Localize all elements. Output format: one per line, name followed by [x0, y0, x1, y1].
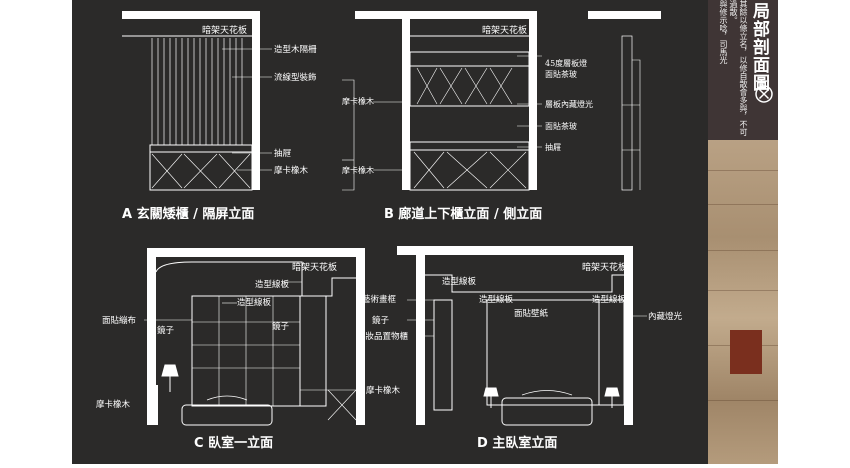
captions: A 玄關矮櫃 / 隔屏立面 B 廊道上下櫃立面 / 側立面 C 臥室一立面 D … [122, 206, 557, 451]
ceiling-slab [122, 11, 260, 19]
lower-cabinet [409, 141, 530, 191]
label-b-2: 45度層板燈 [545, 58, 587, 68]
red-swatch [730, 330, 762, 374]
label-d-5: 造型線板 [592, 294, 627, 305]
label-c-8: 摩卡橡木 [96, 399, 131, 410]
leader-lines [407, 299, 647, 337]
label-d-2: 造型線板 [442, 276, 477, 287]
wall-section [252, 11, 260, 190]
label-c-4: 面貼繃布 [102, 315, 136, 326]
bed [181, 404, 273, 426]
caption-c: C 臥室一立面 [194, 435, 273, 451]
ceiling-slab [147, 248, 365, 257]
wall-right [624, 246, 633, 425]
caption-d: D 主臥室立面 [477, 435, 557, 451]
upper-cabinet [409, 51, 530, 107]
wall-left [416, 246, 425, 425]
annotations: 暗架天花板 造型木隔柵 流線型裝飾 抽屜 摩卡橡木 暗架天花板 45度層板燈 面… [96, 24, 683, 410]
wood-slats [151, 38, 243, 145]
caption-b: B 廊道上下櫃立面 / 側立面 [384, 206, 542, 222]
panel-d [397, 246, 647, 426]
wall-left [147, 248, 156, 425]
label-d-3: 藝術畫框 [362, 294, 397, 305]
label-a-5: 摩卡橡木 [274, 165, 309, 176]
label-c-2: 造型線板 [255, 279, 290, 290]
panel-b-side [588, 11, 661, 191]
label-b-4: 摩卡橡木 [342, 96, 374, 106]
label-a-4: 抽屜 [274, 148, 292, 159]
panel-a [122, 11, 272, 191]
sidebar-panel: 局部剖面圖 其餘以條立名，以修自散會多與，不可過散。 與修示唸，司馬光 [708, 0, 778, 464]
label-b-1: 暗架天花板 [482, 24, 527, 36]
drawing-board: 暗架天花板 造型木隔柵 流線型裝飾 抽屜 摩卡橡木 暗架天花板 45度層板燈 面… [72, 0, 708, 464]
label-c-1: 暗架天花板 [292, 261, 337, 273]
leader-lines [517, 55, 542, 148]
description-line: 與修示唸，司馬光 [719, 0, 728, 64]
sidebar-header: 局部剖面圖 其餘以條立名，以修自散會多與，不可過散。 與修示唸，司馬光 [708, 0, 778, 140]
label-d-8: 鏡子 [372, 315, 390, 326]
ceiling-slab [355, 11, 537, 19]
label-b-6: 面貼茶玻 [545, 121, 577, 131]
label-a-1: 暗架天花板 [202, 24, 247, 36]
wall-right [529, 11, 537, 190]
label-c-5: 鏡子 [157, 325, 175, 336]
wood-texture [708, 140, 778, 464]
panel-c [144, 248, 365, 426]
label-d-1: 暗架天花板 [582, 261, 627, 273]
ceiling-slab [397, 246, 632, 255]
bed [501, 397, 593, 426]
wall-right [356, 248, 365, 425]
caption-a: A 玄關矮櫃 / 隔屏立面 [122, 206, 254, 222]
art-frame [433, 299, 453, 411]
label-b-8: 摩卡橡木 [342, 165, 374, 175]
leader-lines [144, 281, 356, 391]
close-circle-icon[interactable] [754, 84, 774, 104]
label-c-7: 摩卡橡木 [366, 385, 401, 396]
label-a-2: 造型木隔柵 [274, 44, 317, 55]
panel-b [342, 11, 542, 191]
label-b-5: 層板內藏燈光 [545, 99, 593, 109]
lower-cabinet [149, 144, 253, 191]
leader-lines [222, 48, 272, 171]
label-d-4: 造型線板 [479, 294, 514, 305]
label-b-7: 抽屜 [545, 142, 561, 152]
label-d-6: 面貼壁紙 [514, 308, 549, 319]
sidebar-title: 局部剖面圖 [749, 2, 769, 92]
label-d-9: 化妝品置物櫃 [357, 331, 409, 342]
elevation-drawings: 暗架天花板 造型木隔柵 流線型裝飾 抽屜 摩卡橡木 暗架天花板 45度層板燈 面… [96, 11, 683, 451]
sidebar-description: 其餘以條立名，以修自散會多與，不可過散。 與修示唸，司馬光 [718, 0, 748, 140]
label-b-3: 面貼茶玻 [545, 69, 577, 79]
label-a-3: 流線型裝飾 [274, 72, 317, 83]
wall-left [402, 11, 410, 190]
label-d-7: 內藏燈光 [648, 311, 683, 322]
label-c-3: 造型線板 [237, 297, 272, 308]
label-c-6: 鏡子 [272, 321, 290, 332]
description-line: 其餘以條立名，以修自散會多與，不可過散。 [729, 0, 748, 136]
